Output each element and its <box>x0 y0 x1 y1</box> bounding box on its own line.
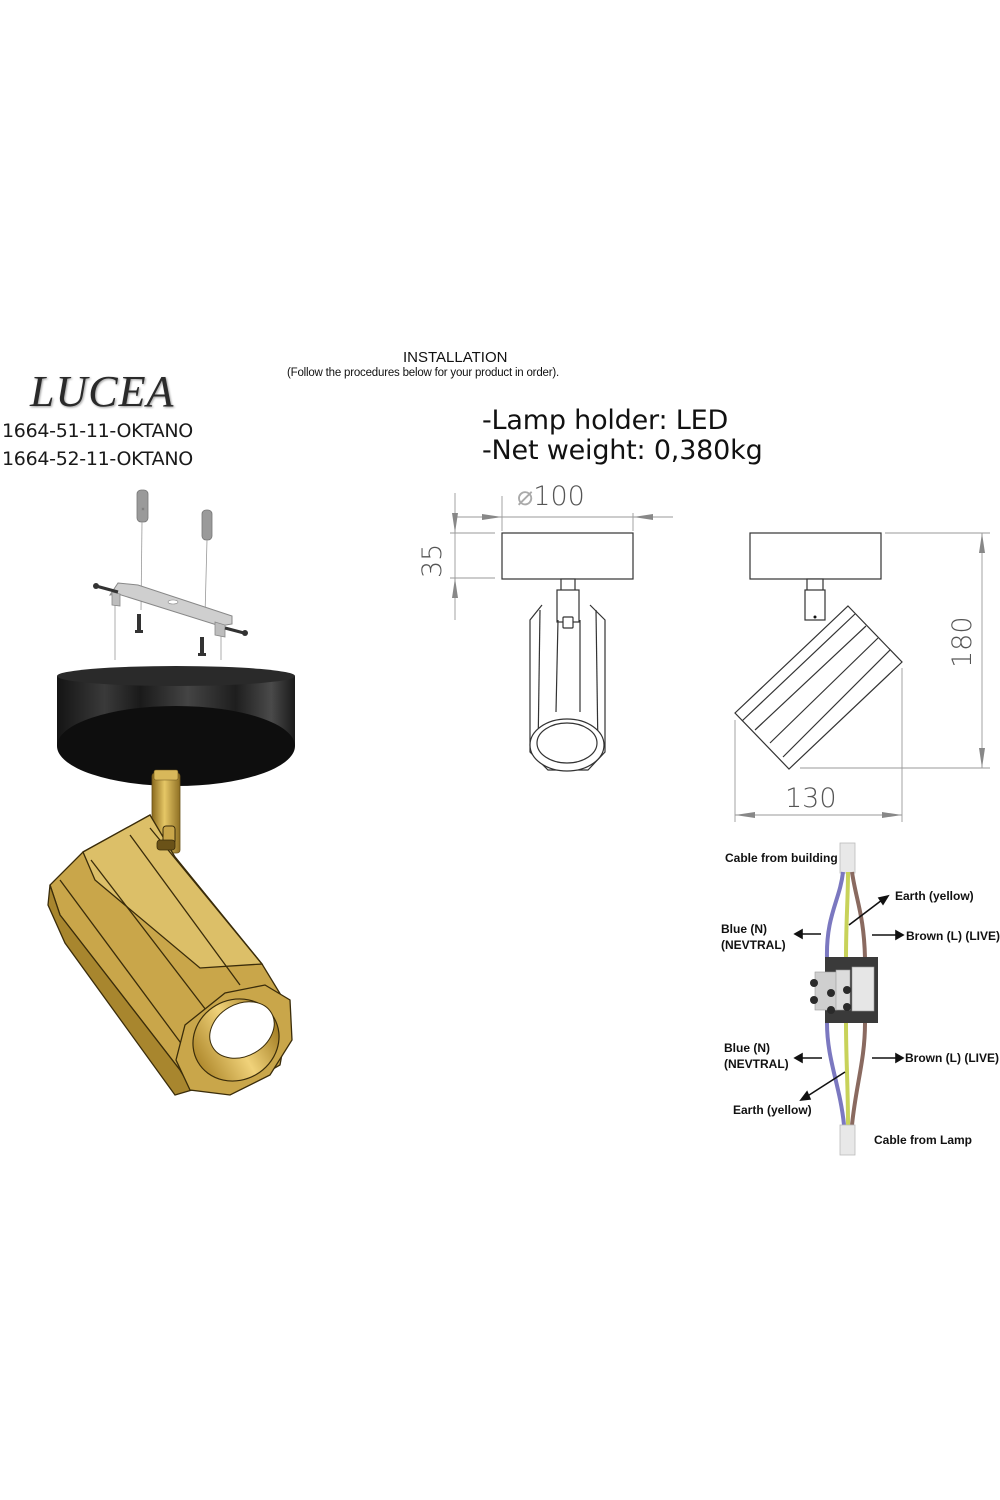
cable-building-icon <box>839 842 856 874</box>
dim-diameter-value: 100 <box>533 481 585 512</box>
label-cable-from-lamp: Cable from Lamp <box>874 1133 973 1147</box>
label-blue-bottom-line1: Blue (N) <box>724 1041 770 1055</box>
label-blue-bottom-line2: (NEVTRAL) <box>724 1057 789 1071</box>
label-blue-top: Blue (N) (NEVTRAL) <box>721 921 786 953</box>
installation-subtitle: (Follow the procedures below for your pr… <box>287 367 559 379</box>
product-code-1: 1664-51-11-OKTANO <box>2 420 193 442</box>
product-code-2: 1664-52-11-OKTANO <box>2 448 193 470</box>
label-brown-bottom: Brown (L) (LIVE) <box>905 1051 999 1065</box>
spotlight-opening <box>175 984 293 1096</box>
installation-title: INSTALLATION <box>403 349 508 366</box>
diameter-symbol: ⌀ <box>517 481 534 512</box>
canopy <box>57 666 295 786</box>
dim-diameter: ⌀100 <box>517 481 585 512</box>
label-blue-bottom: Blue (N) (NEVTRAL) <box>724 1040 789 1072</box>
brand-logo: LUCEA <box>30 367 175 416</box>
spec-lamp-holder: -Lamp holder: LED <box>482 405 729 436</box>
label-blue-top-line1: Blue (N) <box>721 922 767 936</box>
label-brown-top: Brown (L) (LIVE) <box>906 929 1000 943</box>
bracket-plate <box>108 582 233 627</box>
label-cable-from-building: Cable from building <box>725 851 838 865</box>
label-earth-bottom: Earth (yellow) <box>733 1103 812 1117</box>
label-blue-top-line2: (NEVTRAL) <box>721 938 786 952</box>
cable-lamp-icon <box>839 1124 856 1156</box>
spec-net-weight: -Net weight: 0,380kg <box>482 435 763 466</box>
label-earth-top: Earth (yellow) <box>895 889 974 903</box>
dim-total-width: 130 <box>785 783 837 814</box>
wall-plug-icon <box>136 489 213 541</box>
